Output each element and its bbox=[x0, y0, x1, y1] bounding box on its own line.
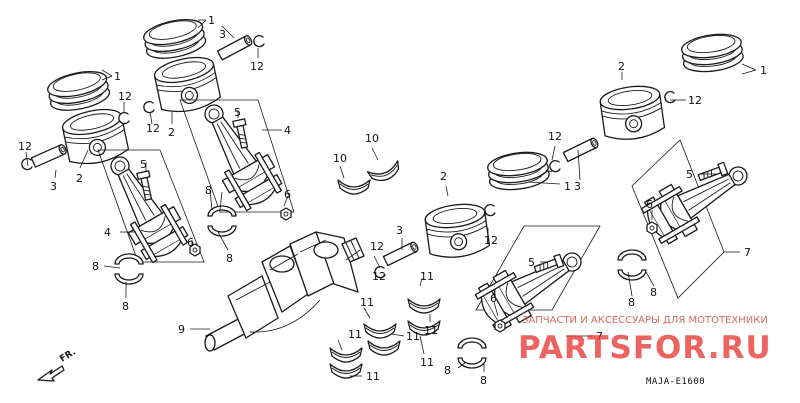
rod-kit-frame bbox=[97, 149, 205, 263]
callout-rod-bearing: 8 bbox=[444, 364, 451, 377]
callout-bolt: 5 bbox=[140, 158, 147, 171]
callout-clip: 12 bbox=[548, 130, 562, 143]
callout-clip: 12 bbox=[146, 122, 160, 135]
main-bearing-upper[interactable] bbox=[366, 160, 404, 186]
callout-clip: 12 bbox=[484, 234, 498, 247]
callout-rod-rear: 7 bbox=[744, 246, 751, 259]
callout-piston: 2 bbox=[440, 170, 447, 183]
callout-piston: 2 bbox=[618, 60, 625, 73]
callout-bolt: 5 bbox=[528, 256, 535, 269]
callout-rod-bearing: 8 bbox=[480, 374, 487, 387]
piston-pin-clip[interactable] bbox=[549, 159, 561, 173]
callout-clip: 12 bbox=[250, 60, 264, 73]
callout-nut: 6 bbox=[284, 188, 291, 201]
main-bearing-lower[interactable] bbox=[367, 340, 401, 356]
watermark-logo: PARTSFOR.RU bbox=[518, 330, 772, 366]
callout-rod-rear: 7 bbox=[596, 330, 603, 343]
callout-nut: 6 bbox=[490, 292, 497, 305]
crankshaft[interactable] bbox=[204, 231, 365, 352]
callout-main-bearing-lower: 11 bbox=[420, 356, 434, 369]
callout-rod-front: 4 bbox=[284, 124, 291, 137]
callout-clip: 12 bbox=[18, 140, 32, 153]
callout-main-bearing-lower: 11 bbox=[348, 328, 362, 341]
callout-clip: 12 bbox=[370, 240, 384, 253]
callout-pin: 3 bbox=[219, 28, 226, 41]
piston-ring-set[interactable] bbox=[140, 14, 209, 64]
callout-clip: 12 bbox=[118, 90, 132, 103]
callout-main-bearing-upper: 10 bbox=[333, 152, 347, 165]
rod-nut[interactable] bbox=[646, 221, 658, 235]
callout-pin: 3 bbox=[50, 180, 57, 193]
callout-main-bearing-upper: 10 bbox=[365, 132, 379, 145]
diagram-code: MAJA-E1600 bbox=[646, 377, 705, 387]
callout-pin: 3 bbox=[396, 224, 403, 237]
rod-bearing[interactable] bbox=[114, 253, 144, 285]
piston-pin-clip[interactable] bbox=[253, 34, 265, 48]
callout-clip: 12 bbox=[688, 94, 702, 107]
rod-bearing[interactable] bbox=[457, 337, 487, 369]
front-arrow-icon bbox=[37, 365, 65, 382]
watermark-caption: ЗАПЧАСТИ И АКСЕССУАРЫ ДЛЯ МОТОТЕХНИКИ bbox=[522, 315, 768, 326]
watermark: ЗАПЧАСТИ И АКСЕССУАРЫ ДЛЯ МОТОТЕХНИКИ PA… bbox=[518, 315, 772, 366]
callout-rod-bearing: 8 bbox=[628, 296, 635, 309]
callout-rod-bearing: 8 bbox=[650, 286, 657, 299]
piston-pin-clip[interactable] bbox=[143, 100, 155, 114]
main-bearing-lower[interactable] bbox=[329, 347, 363, 363]
callout-ring: 1 bbox=[114, 70, 121, 83]
callout-rod-bearing: 8 bbox=[226, 252, 233, 265]
callout-bolt: 5 bbox=[234, 106, 241, 119]
piston-pin-clip[interactable] bbox=[118, 111, 130, 125]
callout-rod-bearing: 8 bbox=[92, 260, 99, 273]
piston-ring-set[interactable] bbox=[679, 30, 746, 76]
callout-bolt: 5 bbox=[686, 168, 693, 181]
piston-pin-clip[interactable] bbox=[664, 90, 676, 104]
callout-main-bearing-lower: 11 bbox=[406, 330, 420, 343]
callout-main-bearing-lower: 11 bbox=[360, 296, 374, 309]
rod-bearing[interactable] bbox=[207, 205, 237, 237]
callout-nut: 6 bbox=[187, 236, 194, 249]
piston-ring-set[interactable] bbox=[44, 66, 113, 116]
callout-clip: 12 bbox=[372, 270, 386, 283]
piston-pin-clip[interactable] bbox=[484, 203, 496, 217]
rod-kit-frame bbox=[179, 99, 295, 213]
front-direction-indicator: FR. bbox=[37, 347, 78, 382]
callout-main-bearing-lower: 11 bbox=[420, 270, 434, 283]
piston-ring-set[interactable] bbox=[485, 148, 552, 194]
callout-ring: 1 bbox=[564, 180, 571, 193]
piston[interactable] bbox=[598, 82, 667, 144]
front-bank-group bbox=[21, 14, 295, 285]
front-direction-label: FR. bbox=[58, 347, 77, 364]
callout-main-bearing-lower: 11 bbox=[366, 370, 380, 383]
main-bearing-lower[interactable] bbox=[407, 298, 441, 314]
piston[interactable] bbox=[423, 200, 492, 262]
callout-main-bearing-lower: 11 bbox=[424, 324, 438, 337]
piston-pin[interactable] bbox=[30, 143, 69, 168]
callout-crankshaft: 9 bbox=[178, 323, 185, 336]
callout-rod-bearing: 8 bbox=[122, 300, 129, 313]
callout-piston: 2 bbox=[76, 172, 83, 185]
leader-lines bbox=[25, 19, 757, 377]
callout-ring: 1 bbox=[208, 14, 215, 27]
main-bearing-upper[interactable] bbox=[337, 179, 371, 195]
main-bearing-lower[interactable] bbox=[363, 323, 397, 339]
rod-nut[interactable] bbox=[494, 319, 506, 333]
callout-rod-front: 4 bbox=[104, 226, 111, 239]
callout-rod-bearing: 8 bbox=[205, 184, 212, 197]
rod-nut[interactable] bbox=[280, 207, 292, 221]
rod-bearing[interactable] bbox=[617, 249, 647, 281]
piston-pin[interactable] bbox=[382, 240, 420, 267]
piston-pin[interactable] bbox=[562, 136, 600, 163]
callout-nut: 6 bbox=[646, 198, 653, 211]
connecting-rod[interactable] bbox=[637, 148, 760, 250]
callout-numbers: 1 1 2 2 3 3 12 12 12 12 5 5 4 4 6 6 8 8 … bbox=[18, 14, 767, 387]
callout-ring: 1 bbox=[760, 64, 767, 77]
callout-pin: 3 bbox=[574, 180, 581, 193]
callout-piston: 2 bbox=[168, 126, 175, 139]
